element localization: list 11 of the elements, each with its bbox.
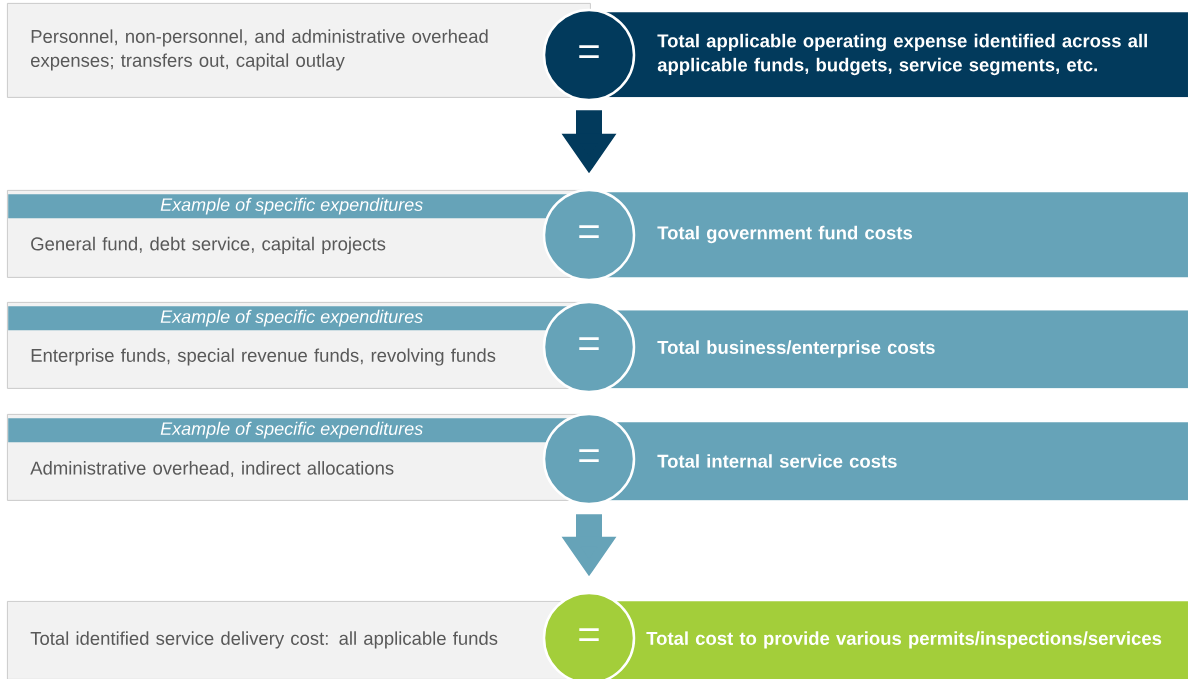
node-label: Example of specific expenditures [160, 421, 423, 439]
header-band: Example of specific expenditures [8, 306, 576, 331]
node-label: Total applicable operating expense identified across all applicable funds, budgets, service segments, etc. [657, 33, 1147, 76]
node-label: Total cost to provide various permits/inspections/services [646, 631, 1162, 649]
node-label: Example of specific expenditures [160, 197, 423, 215]
node-label: Total internal service costs [657, 454, 897, 468]
node-label: Total government fund costs [657, 225, 913, 244]
header-band: Example of specific expenditures [8, 418, 576, 443]
header-band: Example of specific expenditures [8, 194, 576, 219]
node-label: Example of specific expenditures [160, 309, 423, 327]
node-label: Total business/enterprise costs [657, 340, 935, 358]
